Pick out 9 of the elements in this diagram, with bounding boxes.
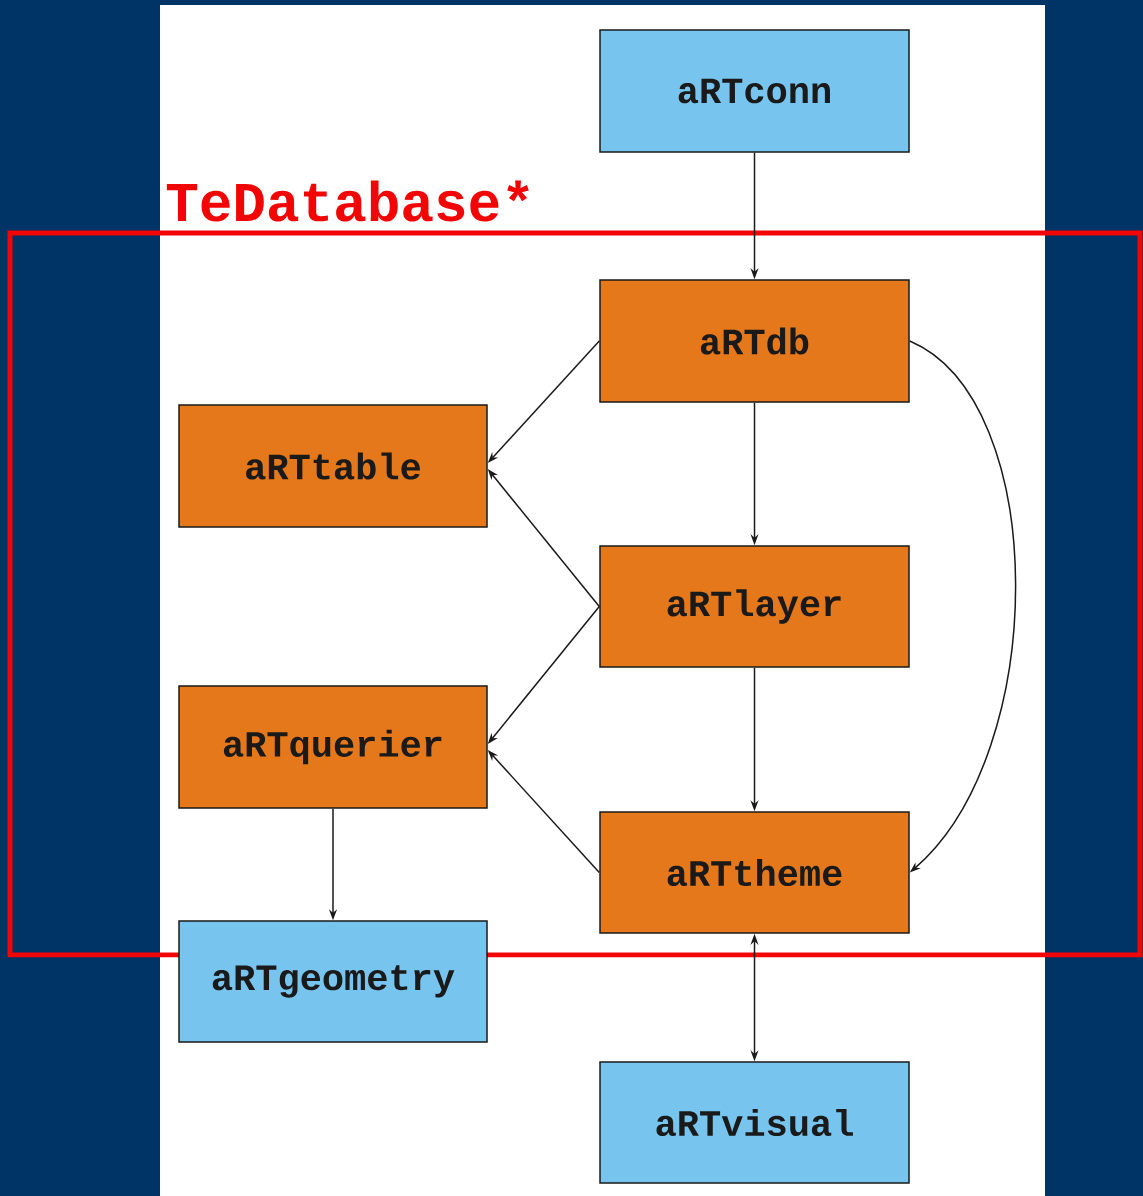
node-label: TeDatabase* bbox=[166, 180, 529, 222]
class-box: aRTgeometry bbox=[178, 920, 488, 1043]
class-box: aRTlayer bbox=[599, 545, 910, 668]
class-box: aRTdb bbox=[599, 279, 910, 403]
class-box: aRTtable bbox=[178, 404, 488, 528]
class-box: aRTtheme bbox=[599, 811, 910, 934]
class-box: aRTquerier bbox=[178, 685, 488, 809]
class-box: aRTvisual bbox=[599, 1061, 910, 1184]
class-box: aRTconn bbox=[599, 29, 910, 153]
